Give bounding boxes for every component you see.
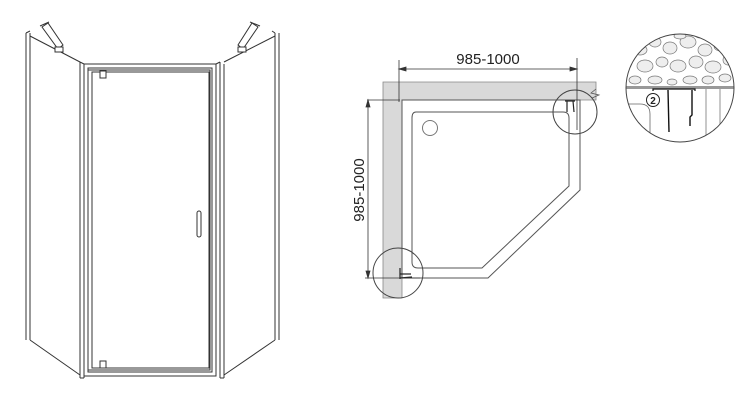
detail-view: 2 [625, 33, 735, 143]
left-wall-bracket-icon [39, 21, 64, 53]
callout-number: 2 [650, 96, 656, 107]
depth-dimension [365, 98, 420, 280]
width-dimension-label: 985-1000 [456, 51, 519, 68]
detail-circle-top-right [552, 89, 598, 135]
break-mark [590, 88, 601, 99]
door-handle-icon [196, 210, 202, 238]
left-side-panel [25, 30, 85, 379]
drain-icon [422, 120, 438, 136]
pivot-door [87, 69, 211, 371]
width-dimension [397, 58, 579, 130]
front-view [25, 21, 280, 379]
plan-view [365, 58, 601, 299]
stone-wall-texture [628, 34, 734, 86]
tray-inner [411, 111, 570, 269]
profile-marker-top-right [565, 100, 575, 113]
detail-circle-bottom-left [372, 247, 424, 299]
right-side-panel [219, 30, 280, 379]
right-wall-bracket-icon [237, 21, 261, 53]
bottom-hinge-icon [99, 360, 107, 369]
top-hinge-icon [99, 70, 107, 79]
callout-badge [646, 93, 660, 107]
detail-circle [625, 33, 735, 143]
depth-dimension-label: 985-1000 [351, 158, 368, 221]
